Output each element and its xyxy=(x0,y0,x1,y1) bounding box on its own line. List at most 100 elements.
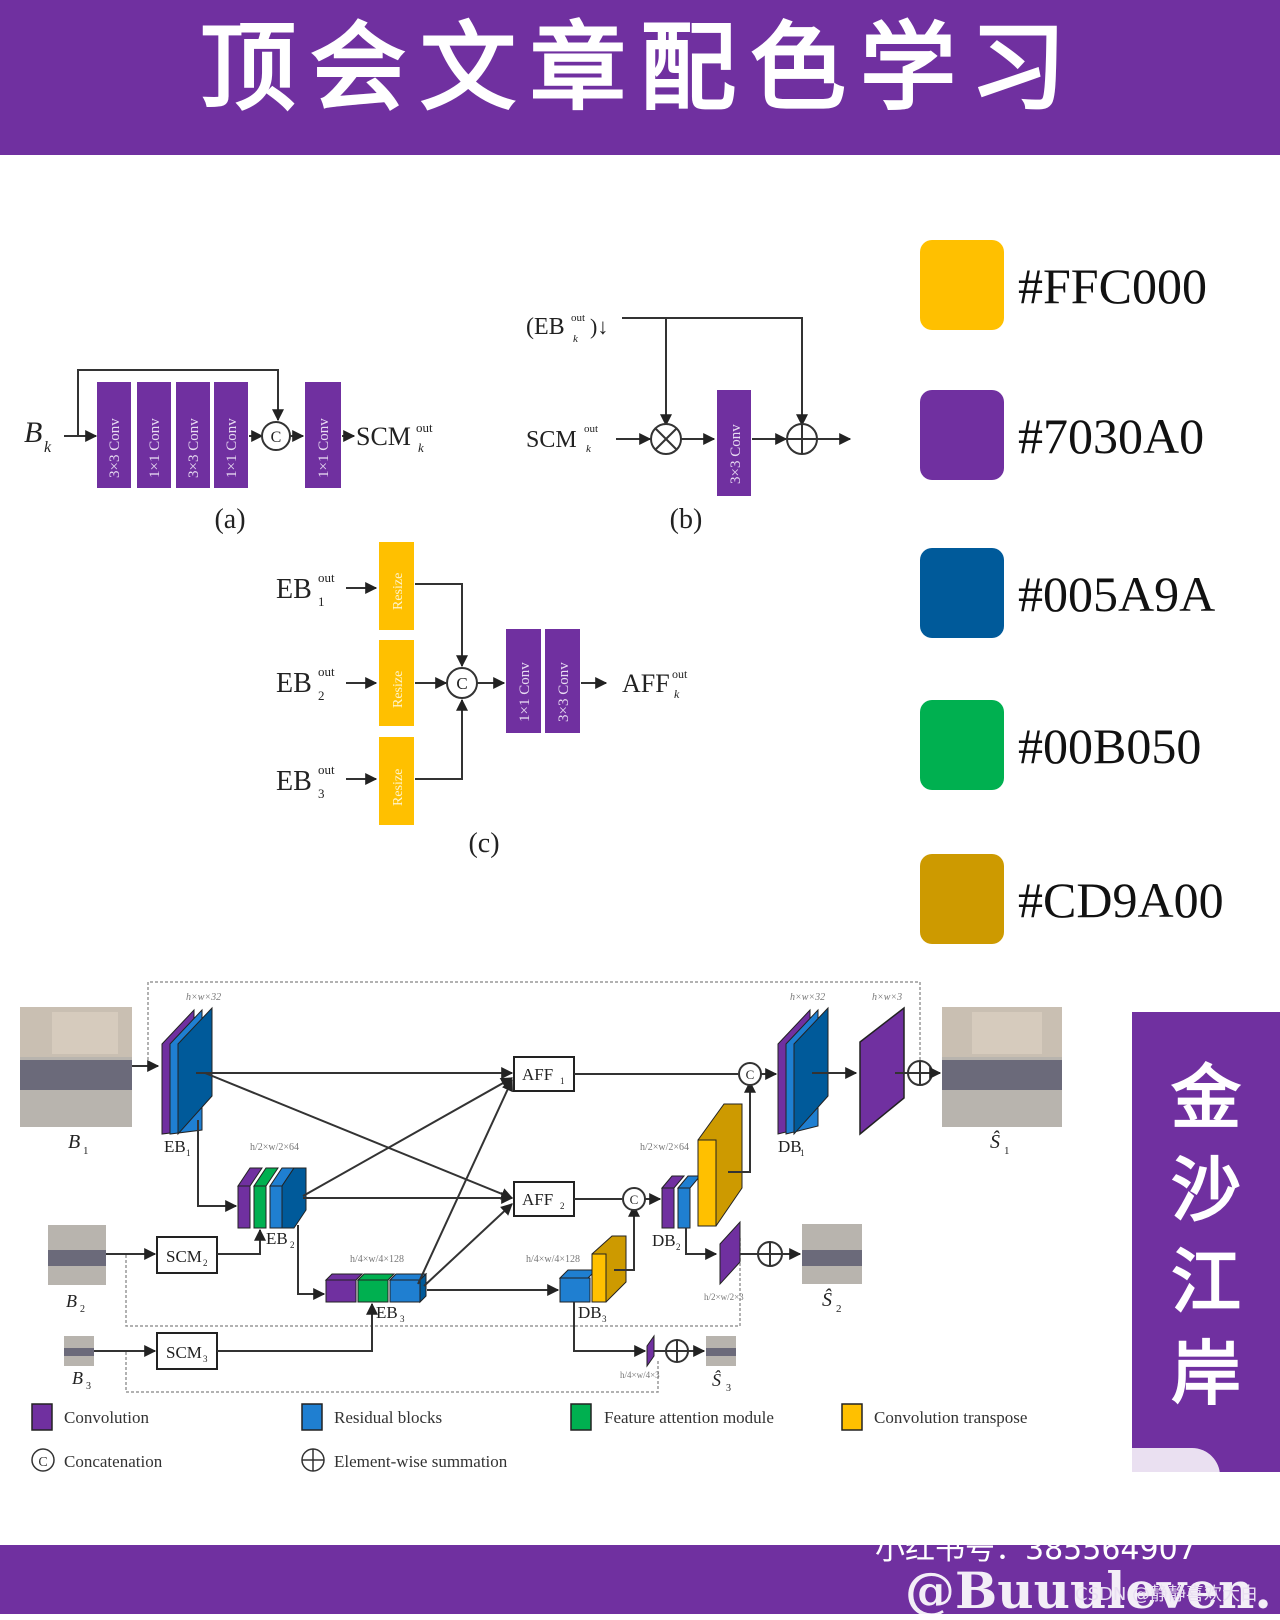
scm-label: SCM xyxy=(166,1247,202,1266)
aff2-box xyxy=(513,1181,575,1217)
header-banner: 顶会文章配色学习 xyxy=(0,0,1280,155)
dim-label: h×w×32 xyxy=(186,992,221,1003)
top-input-subscript: k xyxy=(573,333,579,345)
legend-label: Concatenation xyxy=(64,1452,163,1471)
conv-block xyxy=(506,629,541,733)
concat-icon xyxy=(31,1448,55,1472)
aff-subscript: 2 xyxy=(560,1201,565,1211)
caption-b: (b) xyxy=(670,504,703,535)
output-subscript: 3 xyxy=(726,1383,731,1394)
arrow xyxy=(297,1225,326,1300)
conv-layer xyxy=(719,1220,741,1286)
conv-layer-top xyxy=(324,1273,364,1281)
conv-block xyxy=(214,382,248,488)
input-label: EB xyxy=(276,668,312,699)
transpose-layer-front xyxy=(591,1253,607,1303)
skip-connection xyxy=(622,317,808,427)
aff-label: AFF xyxy=(522,1190,553,1209)
multiply-icon-stroke xyxy=(655,428,677,450)
arrow xyxy=(204,1072,514,1200)
arrow xyxy=(417,1078,513,1285)
scm2-box xyxy=(156,1236,218,1274)
input-subscript: 1 xyxy=(83,1145,89,1157)
side-banner: 金 沙 江 岸 xyxy=(1132,1012,1280,1472)
input-subscript: 2 xyxy=(80,1304,85,1315)
encoder-block-eb3 xyxy=(324,1272,428,1304)
dim-label: h/4×w/4×128 xyxy=(526,1254,580,1265)
palette-item: #00B050 xyxy=(918,700,1278,792)
network-diagram: B 1 B 2 B 3 h×w×32 EB 1 xyxy=(20,981,1062,1394)
input-label: EB xyxy=(276,574,312,605)
input-superscript: out xyxy=(318,664,335,679)
footer-id-text: 小红书号：385564907 xyxy=(875,1532,1197,1567)
caption-c: (c) xyxy=(468,828,499,859)
attention-layer xyxy=(357,1279,389,1303)
decoder-subscript: 2 xyxy=(676,1242,681,1252)
residual-layer xyxy=(177,1006,213,1136)
output-subscript: 2 xyxy=(836,1303,842,1315)
top-input-label: (EB xyxy=(526,314,565,340)
block-label: 3×3 Conv xyxy=(186,418,202,478)
output-label: Ŝ xyxy=(822,1287,832,1311)
encoder-block-eb2 xyxy=(237,1167,307,1229)
decoder-subscript: 1 xyxy=(800,1148,805,1158)
left-input-superscript: out xyxy=(584,423,598,435)
left-input-label: SCM xyxy=(526,427,577,453)
legend-label: Residual blocks xyxy=(334,1408,442,1427)
decoder-label: DB xyxy=(778,1137,802,1156)
concat-symbol: C xyxy=(746,1067,755,1082)
footer-handle: @Buuuleven. xyxy=(905,1561,1272,1620)
input-image-b2 xyxy=(48,1225,106,1285)
output-label: Ŝ xyxy=(990,1129,1000,1153)
image-crowd xyxy=(802,1250,862,1266)
input-subscript: 2 xyxy=(318,688,325,703)
input-label: B xyxy=(68,1131,80,1153)
palette-item: #CD9A00 xyxy=(918,854,1278,946)
scm-subscript: 3 xyxy=(203,1354,208,1364)
legend-swatch xyxy=(301,1403,323,1431)
block-label: 1×1 Conv xyxy=(147,418,163,478)
image-crowd xyxy=(48,1250,106,1266)
residual-layer-top xyxy=(558,1269,598,1279)
diagram-c: EB out 1 EB out 2 EB out 3 Resize Resize… xyxy=(276,542,688,859)
legend-label: Feature attention module xyxy=(604,1408,774,1427)
decoder-label: DB xyxy=(652,1231,676,1250)
legend-label: Convolution xyxy=(64,1408,150,1427)
color-swatch xyxy=(920,548,1004,638)
conv-block xyxy=(176,382,210,488)
arrow xyxy=(728,1080,756,1173)
transpose-layer-front xyxy=(697,1139,717,1227)
legend: Convolution Residual blocks Feature atte… xyxy=(31,1403,1027,1472)
color-swatch xyxy=(920,240,1004,330)
resize-block xyxy=(379,542,414,630)
conv-block xyxy=(97,382,131,488)
encoder-subscript: 1 xyxy=(186,1148,191,1158)
left-input-subscript: k xyxy=(586,443,592,455)
output-label: Ŝ xyxy=(712,1369,721,1390)
resize-block xyxy=(379,737,414,825)
arrow xyxy=(423,1203,513,1287)
input-subscript: 3 xyxy=(86,1381,91,1392)
image-crowd xyxy=(942,1060,1062,1090)
output-superscript: out xyxy=(416,420,433,435)
decoder-subscript: 3 xyxy=(602,1314,607,1324)
decoder-block-db1 xyxy=(777,1006,829,1136)
residual-layer xyxy=(793,1006,829,1136)
encoder-subscript: 3 xyxy=(400,1314,405,1324)
conv-layer xyxy=(661,1187,675,1229)
residual-layer xyxy=(269,1185,283,1229)
input-subscript: 3 xyxy=(318,786,325,801)
arrow xyxy=(197,1120,238,1212)
attention-layer-top xyxy=(356,1273,396,1281)
input-subscript: 1 xyxy=(318,594,325,609)
decoder-label: DB xyxy=(578,1303,602,1322)
footer-banner xyxy=(0,1545,1280,1614)
residual-layer-side xyxy=(419,1272,427,1304)
conv-layer xyxy=(859,1006,905,1136)
attention-layer xyxy=(253,1185,267,1229)
output-subscript: k xyxy=(418,440,424,455)
input-subscript: k xyxy=(44,439,52,456)
diagram-b: (EB out k )↓ SCM out k 3×3 Conv (b) xyxy=(526,312,852,535)
color-hex-label: #7030A0 xyxy=(1018,408,1205,464)
